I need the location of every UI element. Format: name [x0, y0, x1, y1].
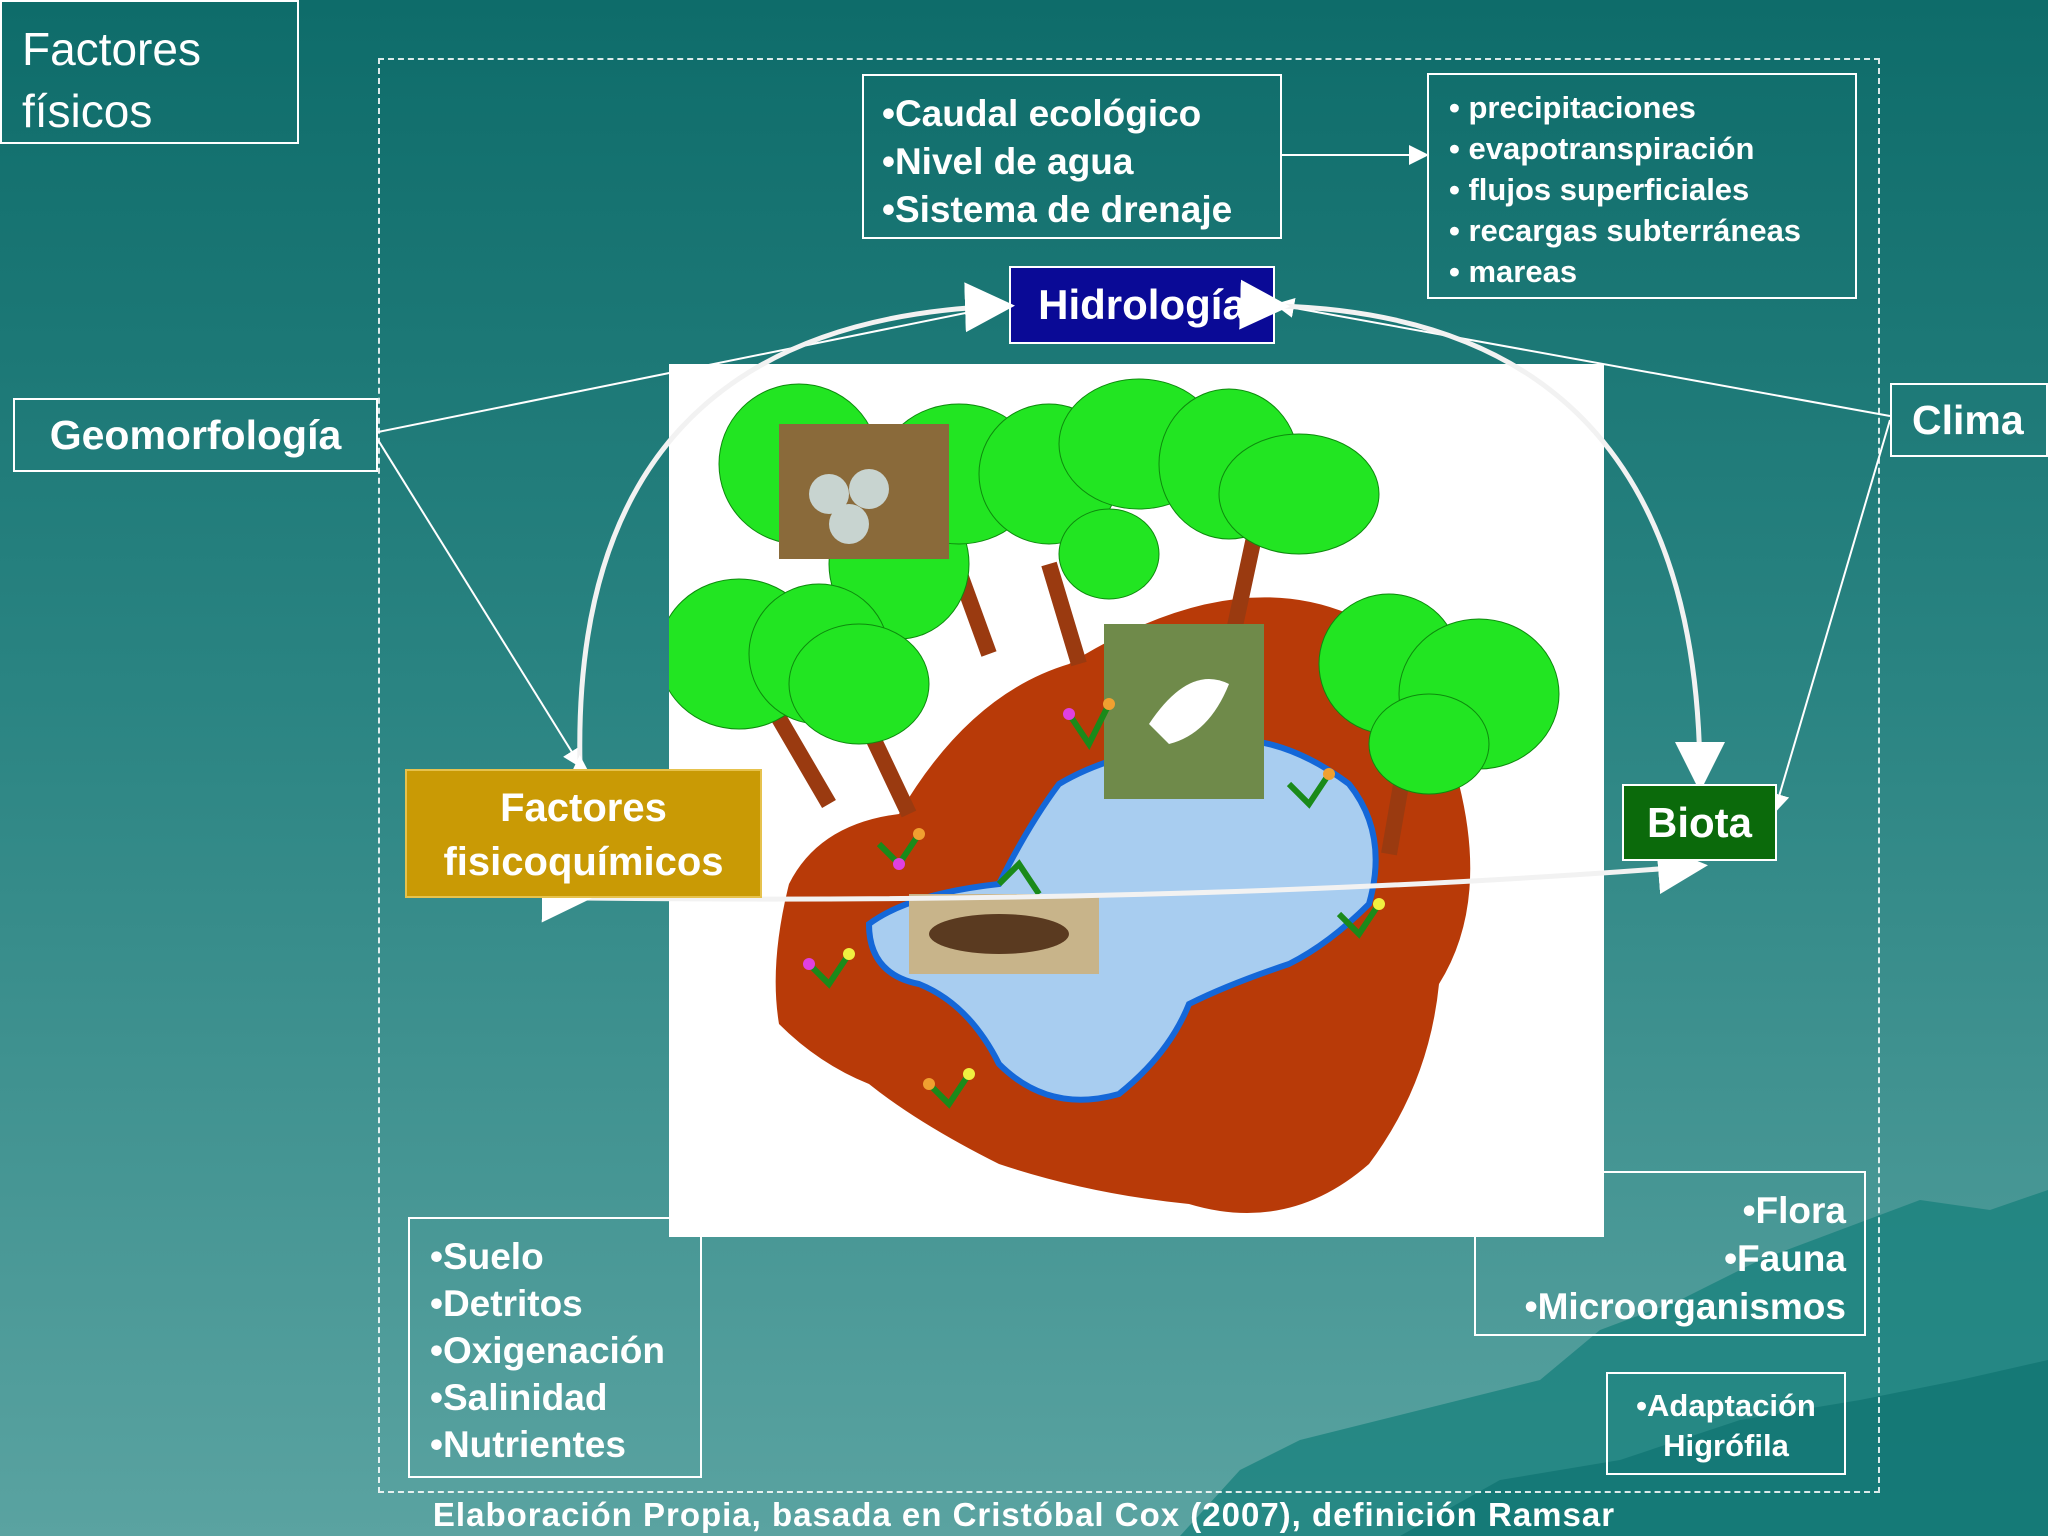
footer-credit: Elaboración Propia, basada en Cristóbal … — [0, 1494, 2048, 1536]
physicochemical-line2: fisicoquímicos — [407, 835, 760, 889]
physicochemical-line1: Factores — [407, 781, 760, 835]
clima-to-biota-line — [1775, 420, 1890, 810]
adaptation-line1: •Adaptación — [1608, 1386, 1844, 1426]
physicochemical-item: •Salinidad — [430, 1374, 700, 1421]
geo-to-physchem-line — [378, 440, 580, 765]
biota-item: •Flora — [1476, 1187, 1846, 1235]
hydro-biota-curve — [1280, 306, 1700, 782]
physicochemical-node: Factores fisicoquímicos — [405, 769, 762, 898]
physicochemical-items-box: •Suelo •Detritos •Oxigenación •Salinidad… — [408, 1217, 702, 1478]
biota-items-box: •Flora •Fauna •Microorganismos — [1474, 1171, 1866, 1336]
physicochemical-item: •Oxigenación — [430, 1327, 700, 1374]
physicochemical-item: •Suelo — [430, 1233, 700, 1280]
adaptation-line2: Higrófila — [1608, 1426, 1844, 1466]
adaptation-box: •Adaptación Higrófila — [1606, 1372, 1846, 1475]
physicochemical-item: •Nutrientes — [430, 1421, 700, 1468]
hydro-physchem-curve — [580, 306, 1005, 765]
biota-item: •Fauna — [1476, 1235, 1846, 1283]
biota-node: Biota — [1622, 784, 1777, 861]
clima-to-hydro-line — [1278, 305, 1890, 416]
geomorphology-node: Geomorfología — [13, 398, 378, 472]
geo-to-hydro-line — [378, 305, 1005, 432]
biota-item: •Microorganismos — [1476, 1283, 1846, 1331]
climate-node: Clima — [1890, 383, 2048, 457]
physicochemical-item: •Detritos — [430, 1280, 700, 1327]
